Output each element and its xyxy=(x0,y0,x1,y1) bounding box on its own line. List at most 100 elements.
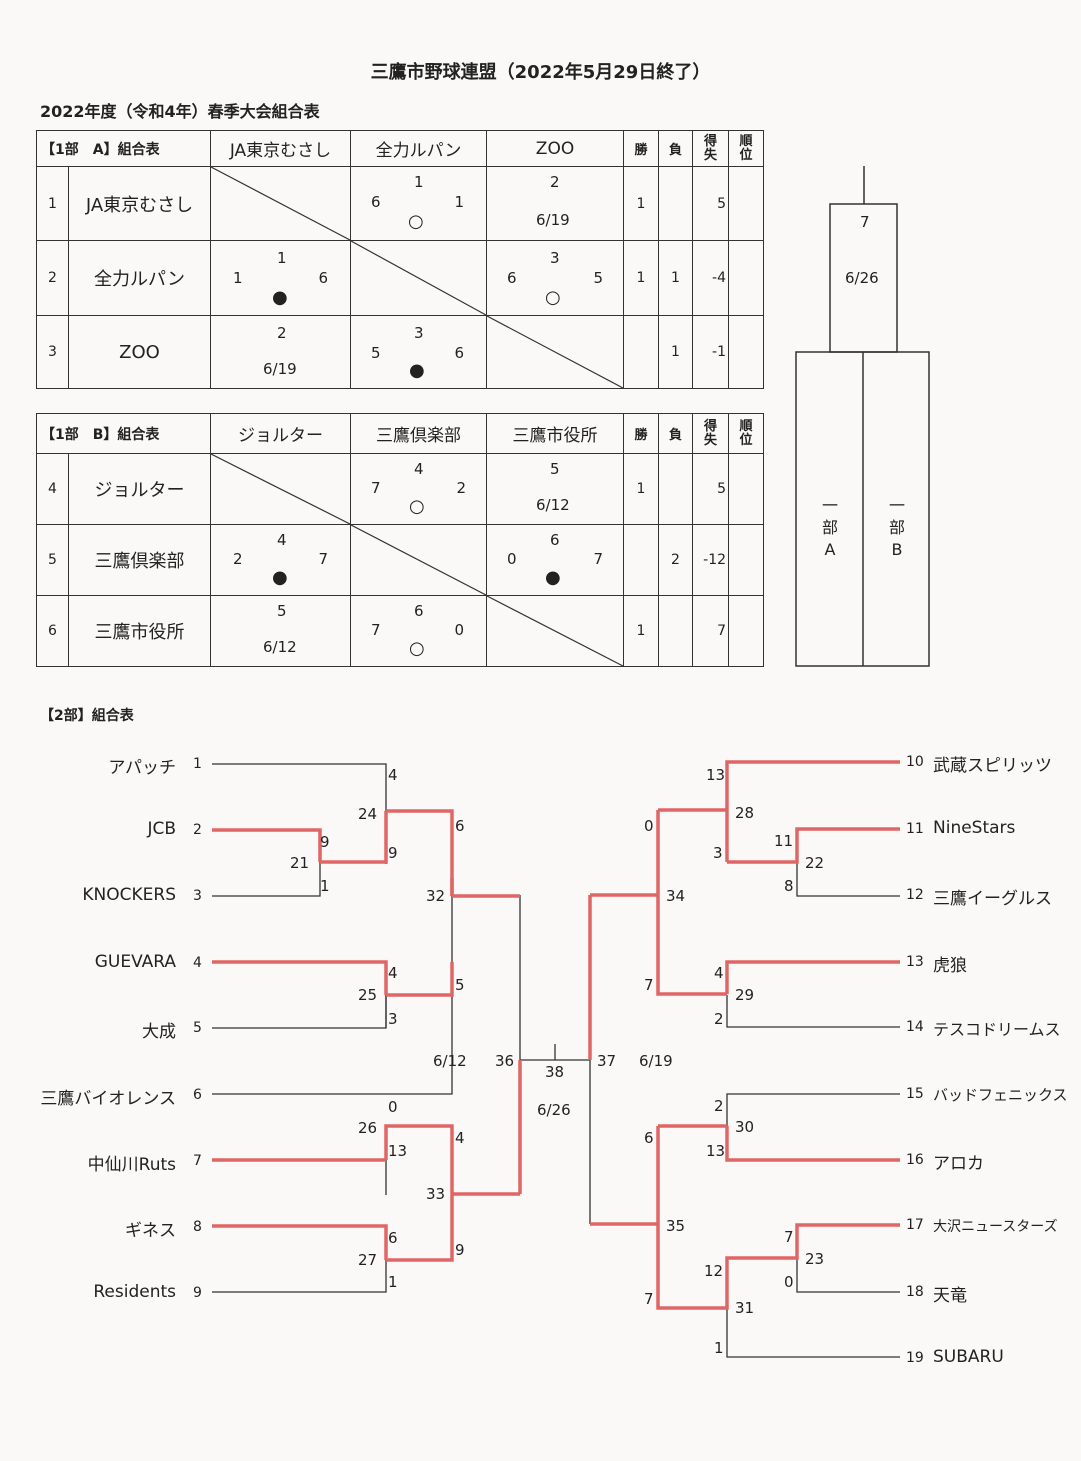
right-team-no-17: 17 xyxy=(906,1217,924,1233)
left-team-no-7: 7 xyxy=(193,1153,202,1169)
game-no: 5 xyxy=(550,460,560,478)
game-no: 6 xyxy=(550,531,560,549)
score-right: 1 xyxy=(454,193,465,211)
score-right: 7 xyxy=(593,550,604,568)
right-team-no-19: 19 xyxy=(906,1350,924,1366)
group-b-col-rank: 順位 xyxy=(728,413,765,454)
game-no: 22 xyxy=(805,854,825,872)
result-cell: 3 6 5 ○ xyxy=(486,240,625,316)
game-no: 5 xyxy=(277,602,287,620)
score: 6 xyxy=(455,817,465,835)
final-slot-a: 一 部 A xyxy=(821,496,838,559)
score: 4 xyxy=(455,1129,465,1147)
right-team-17: 大沢ニュースターズ xyxy=(933,1219,1058,1235)
group-b-row-no: 5 xyxy=(36,524,69,596)
game-no: 23 xyxy=(805,1250,825,1268)
score: 6 xyxy=(388,1229,398,1247)
run-diff: 5 xyxy=(692,166,730,241)
group-b-corner: 【1部 B】組合表 xyxy=(35,413,212,454)
score: 12 xyxy=(704,1262,724,1280)
group-a-col-rank: 順位 xyxy=(728,130,765,167)
left-team-no-4: 4 xyxy=(193,955,202,971)
diagonal-line xyxy=(487,596,623,666)
score: 1 xyxy=(320,877,330,895)
section2-title: 【2部】組合表 xyxy=(40,708,134,724)
right-team-no-16: 16 xyxy=(906,1152,924,1168)
right-team-no-12: 12 xyxy=(906,887,924,903)
game-no: 37 xyxy=(597,1052,617,1070)
right-team-18: 天竜 xyxy=(933,1286,967,1306)
final-slot-b: 一 部 B xyxy=(888,496,905,559)
score: 3 xyxy=(388,1010,398,1028)
score: 0 xyxy=(644,817,654,835)
result-cell: 3 5 6 ● xyxy=(350,315,488,389)
score-right: 6 xyxy=(454,344,465,362)
game-no: 33 xyxy=(426,1185,446,1203)
game-no: 1 xyxy=(414,173,424,191)
left-team-no-1: 1 xyxy=(193,756,202,772)
score: 13 xyxy=(388,1142,408,1160)
result-cell: 4 2 7 ● xyxy=(210,524,352,596)
right-team-12: 三鷹イーグルス xyxy=(933,889,1052,909)
rank xyxy=(728,595,765,667)
group-a-row-no: 2 xyxy=(36,240,69,316)
game-no: 27 xyxy=(358,1251,378,1269)
game-no: 25 xyxy=(358,986,378,1004)
score: 2 xyxy=(714,1097,724,1115)
diag-cell xyxy=(350,240,488,316)
group-b-col-team-4: ジョルター xyxy=(210,413,352,454)
game-date: 6/12 xyxy=(536,496,570,514)
win-count: 1 xyxy=(623,595,660,667)
game-no: 3 xyxy=(414,324,424,342)
score-left: 0 xyxy=(507,550,517,568)
win-count: 1 xyxy=(623,453,660,525)
semifinal-date: 6/12 xyxy=(433,1052,467,1070)
score-left: 7 xyxy=(371,479,381,497)
final-date: 6/26 xyxy=(537,1101,571,1119)
group-a-col-team-1: JA東京むさし xyxy=(210,130,352,167)
game-no: 6 xyxy=(414,602,424,620)
score: 6 xyxy=(644,1129,654,1147)
right-team-14: テスコドリームス xyxy=(933,1020,1061,1039)
group-b-col-win: 勝 xyxy=(623,413,660,454)
score: 4 xyxy=(388,964,398,982)
loss-count xyxy=(658,453,694,525)
game-date: 6/19 xyxy=(536,211,570,229)
score: 13 xyxy=(706,766,726,784)
left-team-no-6: 6 xyxy=(193,1087,202,1103)
score: 7 xyxy=(784,1228,794,1246)
loss-count xyxy=(658,166,694,241)
group-b-row-no: 6 xyxy=(36,595,69,667)
score: 13 xyxy=(706,1142,726,1160)
group-a-col-diff: 得失 xyxy=(692,130,730,167)
game-no: 4 xyxy=(277,531,287,549)
score: 1 xyxy=(714,1339,724,1357)
rank xyxy=(728,166,765,241)
group-b-row-name: 三鷹市役所 xyxy=(67,595,212,667)
group-b-row-name: ジョルター xyxy=(67,453,212,525)
score: 1 xyxy=(388,1273,398,1291)
left-team-4: GUEVARA xyxy=(94,952,176,972)
right-team-no-13: 13 xyxy=(906,954,924,970)
game-date: 6/12 xyxy=(263,638,297,656)
win-count xyxy=(623,315,660,389)
diagonal-line xyxy=(211,454,350,524)
game-no: 2 xyxy=(550,173,560,191)
group-a-row-name: ZOO xyxy=(67,315,212,389)
group-b-table: 【1部 B】組合表 ジョルター 三鷹倶楽部 三鷹市役所 勝 負 得失 順位 4 … xyxy=(35,413,765,667)
score-left: 6 xyxy=(371,193,381,211)
rank xyxy=(728,453,765,525)
final-game-no: 38 xyxy=(545,1063,565,1081)
score: 3 xyxy=(713,844,723,862)
score-left: 6 xyxy=(507,269,517,287)
run-diff: 7 xyxy=(692,595,730,667)
right-team-10: 武蔵スピリッツ xyxy=(933,756,1052,776)
game-no: 26 xyxy=(358,1119,378,1137)
left-team-no-9: 9 xyxy=(193,1285,202,1301)
left-team-no-8: 8 xyxy=(193,1219,202,1235)
page-title: 三鷹市野球連盟（2022年5月29日終了） xyxy=(370,62,711,83)
score: 9 xyxy=(388,844,398,862)
semifinal-date: 6/19 xyxy=(639,1052,673,1070)
score: 0 xyxy=(784,1273,794,1291)
final-date: 6/26 xyxy=(845,269,879,287)
